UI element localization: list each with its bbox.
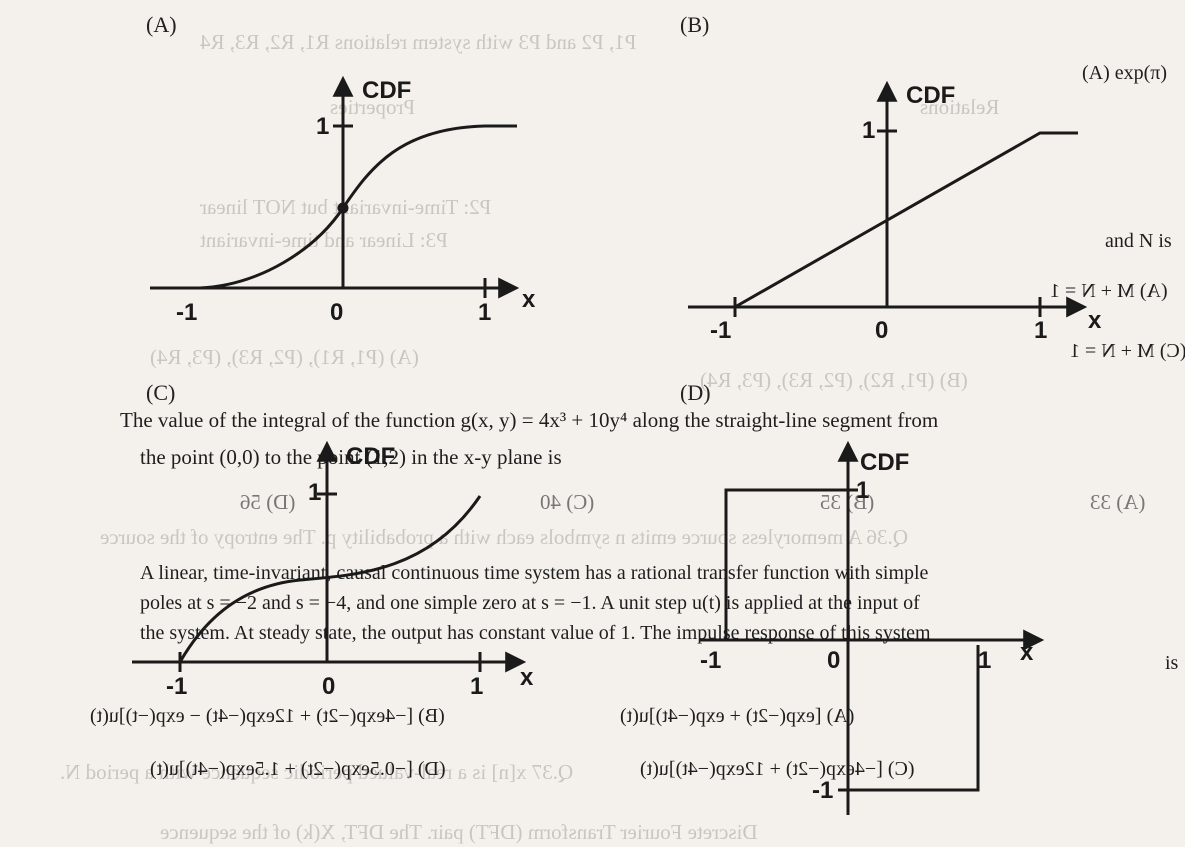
panel-a-tick-0: 0 <box>330 299 343 326</box>
panel-a-tick-1: 1 <box>478 299 491 326</box>
panel-d-label: (D) <box>680 380 711 405</box>
panel-c-x-label: x <box>520 664 534 691</box>
panel-b-y-label: CDF <box>906 82 955 109</box>
question-line: the point (0,0) to the point (1,2) in th… <box>140 445 562 469</box>
question-line: is <box>1165 652 1179 674</box>
panel-a-label: (A) <box>146 12 177 37</box>
panel-d-tick-0: 0 <box>827 647 840 674</box>
panel-b-tick-0: 0 <box>875 317 888 344</box>
panel-b-ytick-1: 1 <box>862 117 875 144</box>
panel-b-cdf-line <box>734 131 1078 309</box>
panel-d-y-label: CDF <box>860 449 909 476</box>
panel-d-plot <box>700 440 1045 815</box>
text-fragment-2: and N is <box>1105 230 1172 252</box>
panel-b-tick-1: 1 <box>1034 317 1047 344</box>
panel-c-plot <box>132 440 527 673</box>
panel-b-x-label: x <box>1088 307 1102 334</box>
panel-c-y-label: CDF <box>346 443 395 470</box>
text-fragment-1: (A) exp(π) <box>1082 62 1168 84</box>
panel-d-ytick-neg1: -1 <box>812 777 833 804</box>
panel-a-y-label: CDF <box>362 77 411 104</box>
panel-c-ytick-1: 1 <box>308 479 321 506</box>
panel-a-x-label: x <box>522 286 536 313</box>
question-line: A linear, time-invariant, causal continu… <box>140 562 929 584</box>
panel-b-plot <box>688 80 1088 318</box>
panel-d-tick-neg1: -1 <box>700 647 721 674</box>
question-line: The value of the integral of the functio… <box>120 408 939 432</box>
panel-a-ytick-1: 1 <box>316 113 329 140</box>
panel-c-tick-1: 1 <box>470 673 483 700</box>
panel-c-tick-neg1: -1 <box>166 673 187 700</box>
panel-a-cdf-curve <box>199 124 517 290</box>
panel-d-ytick-1: 1 <box>856 477 869 504</box>
panel-a-tick-neg1: -1 <box>176 299 197 326</box>
panel-d-tick-1: 1 <box>978 647 991 674</box>
panel-b-tick-neg1: -1 <box>710 317 731 344</box>
panel-a-plot <box>150 75 520 299</box>
panel-b-label: (B) <box>680 12 710 37</box>
panel-c-cdf-curve <box>178 495 482 663</box>
panel-c-label: (C) <box>146 380 176 405</box>
panel-c-tick-0: 0 <box>322 673 335 700</box>
panel-d-x-label: x <box>1020 639 1034 666</box>
panel-d-cdf-curve <box>724 488 848 640</box>
